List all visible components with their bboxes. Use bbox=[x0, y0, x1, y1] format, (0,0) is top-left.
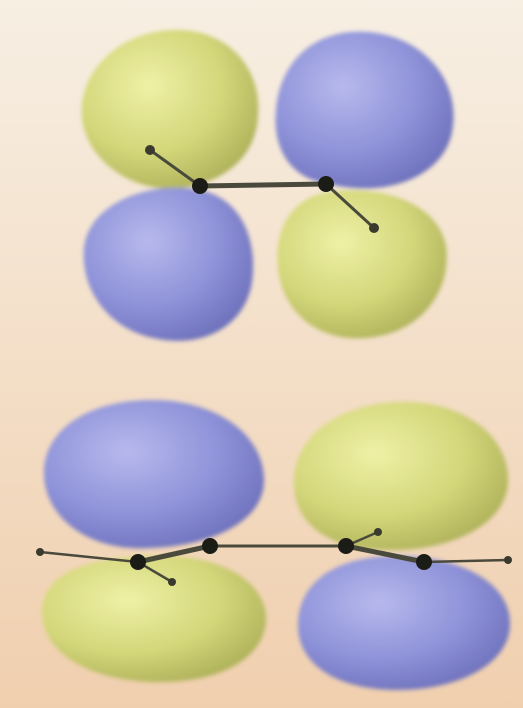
carbon-atom bbox=[130, 554, 146, 570]
carbon-atom bbox=[192, 178, 208, 194]
hydrogen-atom bbox=[374, 528, 382, 536]
lobe-top-left bbox=[44, 400, 264, 548]
lobe-top-right bbox=[294, 402, 508, 550]
carbon-atom bbox=[202, 538, 218, 554]
hydrogen-atom bbox=[369, 223, 379, 233]
carbon-atom bbox=[338, 538, 354, 554]
lobe-bottom-right bbox=[298, 556, 510, 690]
hydrogen-atom bbox=[36, 548, 44, 556]
hydrogen-atom bbox=[145, 145, 155, 155]
carbon-atom bbox=[318, 176, 334, 192]
hydrogen-atom bbox=[504, 556, 512, 564]
hydrogen-atom bbox=[168, 578, 176, 586]
carbon-atom bbox=[416, 554, 432, 570]
bond bbox=[200, 184, 326, 186]
